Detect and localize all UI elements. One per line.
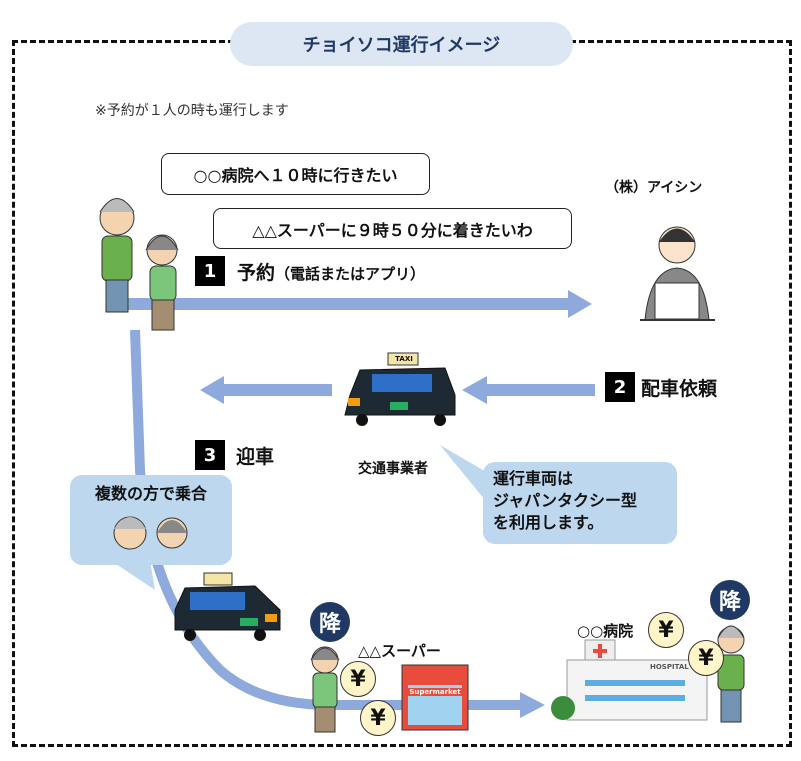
vehicle-callout-line: を利用します。 xyxy=(493,513,604,532)
bubble-tail xyxy=(110,560,155,590)
reservation-arrow xyxy=(115,298,570,310)
taxi-illustration xyxy=(344,352,456,426)
taxi-sign: TAXI xyxy=(395,355,413,363)
supermarket-illustration xyxy=(401,664,469,731)
supermarket-sign: Supermarket xyxy=(404,688,466,696)
vehicle-callout: 運行車両は ジャパンタクシー型 を利用します。 xyxy=(483,462,677,544)
man-dropoff-illustration xyxy=(717,625,745,723)
taxi-illustration-2 xyxy=(174,572,281,641)
dispatch-arrow xyxy=(485,384,595,396)
yen-coin-icon: ¥ xyxy=(688,640,724,676)
pickup-arrow xyxy=(222,384,332,396)
hospital-label: ○○病院 xyxy=(577,622,634,640)
transport-operator-label: 交通事業者 xyxy=(358,461,428,477)
shared-ride-bubble: 複数の方で乗合 xyxy=(70,475,232,565)
drop-off-badge: 降 xyxy=(310,602,350,642)
elderly-man-illustration xyxy=(99,198,135,313)
step-3-label: 迎車 xyxy=(236,446,275,468)
operator-label: （株）アイシン xyxy=(605,180,703,196)
step-1-sub: （電話またはアプリ） xyxy=(275,265,426,283)
hospital-illustration xyxy=(551,639,708,721)
step-2-label: 配車依頼 xyxy=(641,378,718,400)
supermarket-label: △△スーパー xyxy=(358,642,441,660)
passengers-icon xyxy=(113,516,188,550)
yen-coin-icon: ¥ xyxy=(340,661,376,697)
pickup-arrowhead xyxy=(200,376,224,404)
yen-coin-icon: ¥ xyxy=(648,612,684,648)
page-title: チョイソコ運行イメージ xyxy=(230,22,573,66)
vehicle-callout-line: ジャパンタクシー型 xyxy=(493,491,638,510)
step-1-label: 予約（電話またはアプリ） xyxy=(237,258,425,285)
step-1-title: 予約 xyxy=(237,262,276,284)
speech-bubble-man: ○○病院へ１０時に行きたい xyxy=(161,153,430,195)
hospital-sign: HOSPITAL xyxy=(650,663,689,671)
route-arrowhead xyxy=(520,692,545,718)
speech-bubble-woman: △△スーパーに９時５０分に着きたいわ xyxy=(213,208,572,249)
reservation-arrowhead xyxy=(568,290,592,318)
step-3-badge: 3 xyxy=(195,440,225,470)
drop-off-badge: 降 xyxy=(710,580,750,620)
shared-ride-text: 複数の方で乗合 xyxy=(94,484,207,503)
woman-dropoff-illustration xyxy=(310,646,340,733)
yen-coin-icon: ¥ xyxy=(360,700,396,736)
step-1-badge: 1 xyxy=(195,256,225,286)
step-2-badge: 2 xyxy=(605,372,635,402)
operator-illustration xyxy=(640,226,715,321)
dispatch-arrowhead xyxy=(462,376,487,404)
vehicle-callout-line: 運行車両は xyxy=(493,469,574,488)
note-text: ※予約が１人の時も運行します xyxy=(95,103,289,119)
elderly-woman-illustration xyxy=(145,234,179,331)
